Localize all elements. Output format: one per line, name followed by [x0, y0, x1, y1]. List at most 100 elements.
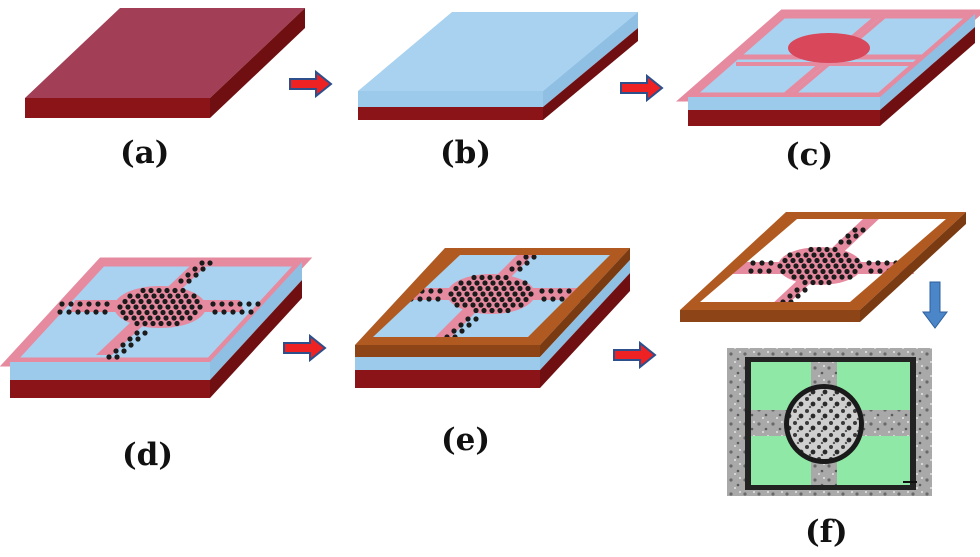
hole-dot: [474, 280, 480, 286]
hole-dot: [93, 309, 99, 315]
hole-dot: [504, 291, 510, 297]
hole-dot: [766, 268, 772, 274]
hole-dot: [143, 293, 149, 299]
hole-dot: [498, 280, 504, 286]
hole-dot: [489, 307, 495, 314]
hole-dot: [481, 307, 487, 314]
hole-dot: [185, 272, 191, 278]
hole-dot: [802, 279, 808, 286]
hole-dot: [852, 268, 858, 275]
hole-dot: [531, 254, 537, 260]
hole-dot: [187, 315, 193, 321]
hole-dot: [141, 304, 147, 310]
hole-dot: [807, 274, 813, 280]
hole-dot: [163, 315, 169, 321]
hole-dot: [785, 263, 791, 269]
hole-dot: [155, 315, 161, 321]
hole-dot: [811, 252, 817, 258]
hole-dot: [160, 309, 166, 316]
hole-dot: [787, 252, 793, 258]
step-f-released-membrane: [680, 212, 966, 322]
hole-dot: [156, 287, 162, 294]
hole-dot: [128, 342, 134, 348]
hole-dot: [794, 287, 800, 293]
hole-dot: [451, 328, 457, 334]
hole-dot: [471, 274, 477, 281]
hole-dot: [818, 279, 824, 286]
hole-dot: [487, 274, 493, 281]
hole-dot: [849, 263, 855, 269]
hole-dot: [466, 280, 472, 286]
hole-dot: [221, 309, 227, 315]
step-a-substrate: [25, 8, 305, 118]
hole-dot: [59, 301, 65, 307]
hole-dot: [528, 291, 534, 297]
hole-dot: [477, 285, 483, 292]
hole-dot: [120, 342, 126, 348]
hole-dot: [174, 320, 180, 327]
hole-dot: [464, 291, 470, 297]
hole-dot: [465, 316, 471, 322]
optical-micrograph: [727, 348, 932, 496]
hole-dot: [193, 272, 199, 278]
hole-dot: [426, 296, 432, 302]
hole-dot: [176, 309, 182, 316]
hole-dot: [509, 285, 515, 292]
hole-dot: [417, 296, 423, 302]
hole-dot: [462, 302, 468, 308]
hole-dot: [189, 304, 195, 310]
hole-dot: [793, 263, 799, 269]
hole-dot: [875, 260, 881, 266]
hole-dot: [466, 322, 472, 328]
hole-dot: [566, 288, 572, 294]
hole-dot: [454, 302, 460, 308]
hole-dot: [152, 309, 158, 316]
hole-dot: [77, 301, 83, 307]
hole-dot: [806, 257, 812, 264]
hole-dot: [131, 315, 137, 321]
hole-dot: [181, 304, 187, 310]
hole-dot: [150, 320, 156, 327]
hole-dot: [860, 227, 866, 233]
hole-dot: [154, 298, 160, 305]
hole-dot: [847, 274, 853, 280]
hole-dot: [499, 296, 505, 303]
hole-dot: [248, 309, 254, 315]
hole-dot: [815, 274, 821, 280]
hole-dot: [520, 291, 526, 297]
hole-dot: [194, 298, 200, 305]
hole-dot: [142, 330, 148, 336]
hole-dot: [149, 304, 155, 310]
hole-dot: [168, 309, 174, 316]
hole-dot: [180, 287, 186, 294]
hole-dot: [866, 260, 872, 266]
hole-dots: [57, 260, 263, 360]
hole-dot: [237, 301, 243, 307]
hole-dot: [151, 293, 157, 299]
hole-dot: [157, 304, 163, 310]
hole-dot: [68, 301, 74, 307]
hole-dot: [458, 322, 464, 328]
hole-dot: [854, 257, 860, 264]
hole-dot: [780, 268, 786, 275]
hole-dot: [791, 274, 797, 280]
hole-dot: [164, 287, 170, 294]
hole-dot: [255, 301, 261, 307]
hole-dot: [184, 309, 190, 316]
hole-dot: [853, 233, 859, 239]
hole-dot: [801, 263, 807, 269]
hole-dot: [246, 301, 252, 307]
hole-dot: [147, 315, 153, 321]
hole-dot: [796, 268, 802, 275]
hole-dot: [470, 302, 476, 308]
process-arrow: [283, 333, 327, 363]
hole-dot: [843, 252, 849, 258]
hole-dot: [186, 278, 192, 284]
hole-dot: [127, 336, 133, 342]
hole-dot: [159, 293, 165, 299]
hole-dot: [517, 266, 523, 272]
label-e: (e): [441, 422, 491, 458]
hole-dot: [448, 291, 454, 297]
hole-dot: [514, 280, 520, 286]
